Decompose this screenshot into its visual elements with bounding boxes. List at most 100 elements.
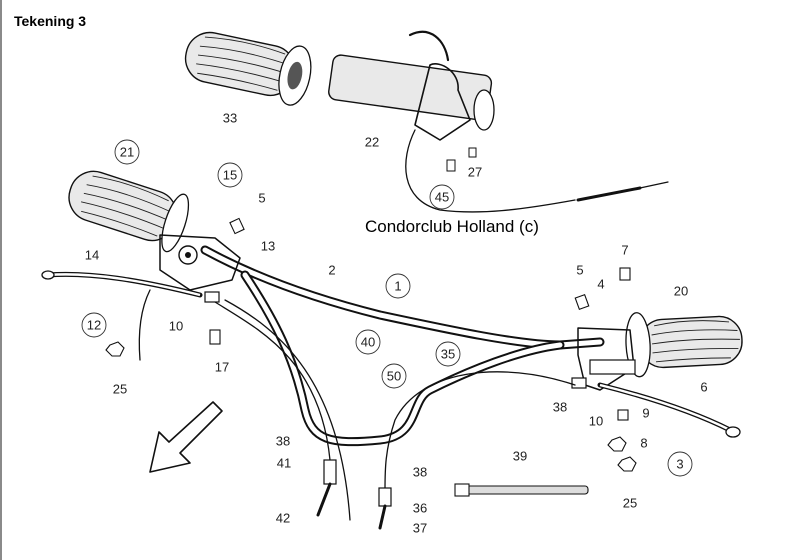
cable-tie	[454, 483, 589, 497]
part-number: 50	[387, 369, 401, 384]
part-number: 38	[553, 400, 567, 415]
part-label-40: 40	[355, 329, 381, 355]
part-label-2: 2	[328, 263, 335, 278]
label-circle	[667, 451, 693, 477]
part-number: 41	[277, 456, 291, 471]
part-label-27: 27	[468, 165, 482, 180]
part-number: 6	[700, 380, 707, 395]
part-number: 25	[113, 382, 127, 397]
small-parts	[105, 217, 637, 472]
part-number: 27	[468, 165, 482, 180]
right-grip	[625, 312, 743, 378]
handlebar	[200, 245, 605, 447]
spare-grip	[184, 31, 312, 106]
drawing-title: Tekening 3	[14, 13, 86, 29]
part-label-38a: 38	[553, 400, 567, 415]
label-circle	[217, 162, 243, 188]
part-number: 17	[215, 360, 229, 375]
label-circle	[381, 363, 407, 389]
cable-adjuster-left	[204, 291, 220, 303]
part-label-14: 14	[85, 248, 99, 263]
part-label-8: 8	[640, 436, 647, 451]
part-number: 7	[621, 243, 628, 258]
part-number: 20	[674, 284, 688, 299]
right-lever-assembly	[571, 327, 741, 438]
part-label-9: 9	[642, 406, 649, 421]
part-number: 40	[361, 335, 375, 350]
label-circle	[429, 184, 455, 210]
part-label-38b: 38	[276, 434, 290, 449]
part-number: 3	[676, 457, 683, 472]
direction-arrow	[149, 401, 223, 473]
part-label-10a: 10	[169, 319, 183, 334]
part-label-5a: 5	[258, 191, 265, 206]
part-label-50: 50	[381, 363, 407, 389]
part-number: 45	[435, 190, 449, 205]
part-number: 12	[87, 318, 101, 333]
part-label-36: 36	[413, 501, 427, 516]
part-number: 42	[276, 511, 290, 526]
part-number: 33	[223, 111, 237, 126]
label-circle	[81, 312, 107, 338]
part-number: 9	[642, 406, 649, 421]
label-circle	[355, 329, 381, 355]
part-number: 5	[576, 263, 583, 278]
part-number: 38	[413, 465, 427, 480]
part-number: 14	[85, 248, 99, 263]
part-number: 4	[597, 277, 604, 292]
part-number: 13	[261, 239, 275, 254]
part-label-38c: 38	[413, 465, 427, 480]
part-label-7: 7	[621, 243, 628, 258]
label-circle	[385, 273, 411, 299]
part-number: 25	[623, 496, 637, 511]
cable-adjuster-36	[378, 487, 392, 507]
part-label-1: 1	[385, 273, 411, 299]
part-label-20: 20	[674, 284, 688, 299]
part-number: 35	[441, 347, 455, 362]
part-label-33: 33	[223, 111, 237, 126]
label-circle	[435, 341, 461, 367]
part-label-13: 13	[261, 239, 275, 254]
part-number: 39	[513, 449, 527, 464]
part-label-41: 41	[277, 456, 291, 471]
part-label-6: 6	[700, 380, 707, 395]
throttle-assembly	[328, 30, 669, 213]
credit-text: Condorclub Holland (c)	[365, 217, 539, 236]
part-label-3: 3	[667, 451, 693, 477]
control-cables	[214, 299, 576, 530]
left-grip	[68, 170, 190, 253]
part-label-39: 39	[513, 449, 527, 464]
part-number: 21	[120, 145, 134, 160]
part-label-37: 37	[413, 521, 427, 536]
part-label-4: 4	[597, 277, 604, 292]
part-label-21: 21	[114, 139, 140, 165]
part-number: 2	[328, 263, 335, 278]
part-number: 15	[223, 168, 237, 183]
part-number: 22	[365, 135, 379, 150]
part-number: 1	[394, 279, 401, 294]
part-number: 36	[413, 501, 427, 516]
part-label-42: 42	[276, 511, 290, 526]
label-circle	[114, 139, 140, 165]
part-number: 8	[640, 436, 647, 451]
part-label-35: 35	[435, 341, 461, 367]
part-label-25b: 25	[623, 496, 637, 511]
left-lever-assembly	[41, 234, 241, 361]
cable-adjuster-41	[323, 459, 337, 485]
part-label-5b: 5	[576, 263, 583, 278]
part-label-10b: 10	[589, 414, 603, 429]
part-label-22: 22	[365, 135, 379, 150]
part-label-15: 15	[217, 162, 243, 188]
part-number: 10	[589, 414, 603, 429]
part-label-45: 45	[429, 184, 455, 210]
part-number: 5	[258, 191, 265, 206]
part-label-25a: 25	[113, 382, 127, 397]
part-label-17: 17	[215, 360, 229, 375]
part-label-12: 12	[81, 312, 107, 338]
part-number: 38	[276, 434, 290, 449]
part-number: 37	[413, 521, 427, 536]
part-number: 10	[169, 319, 183, 334]
